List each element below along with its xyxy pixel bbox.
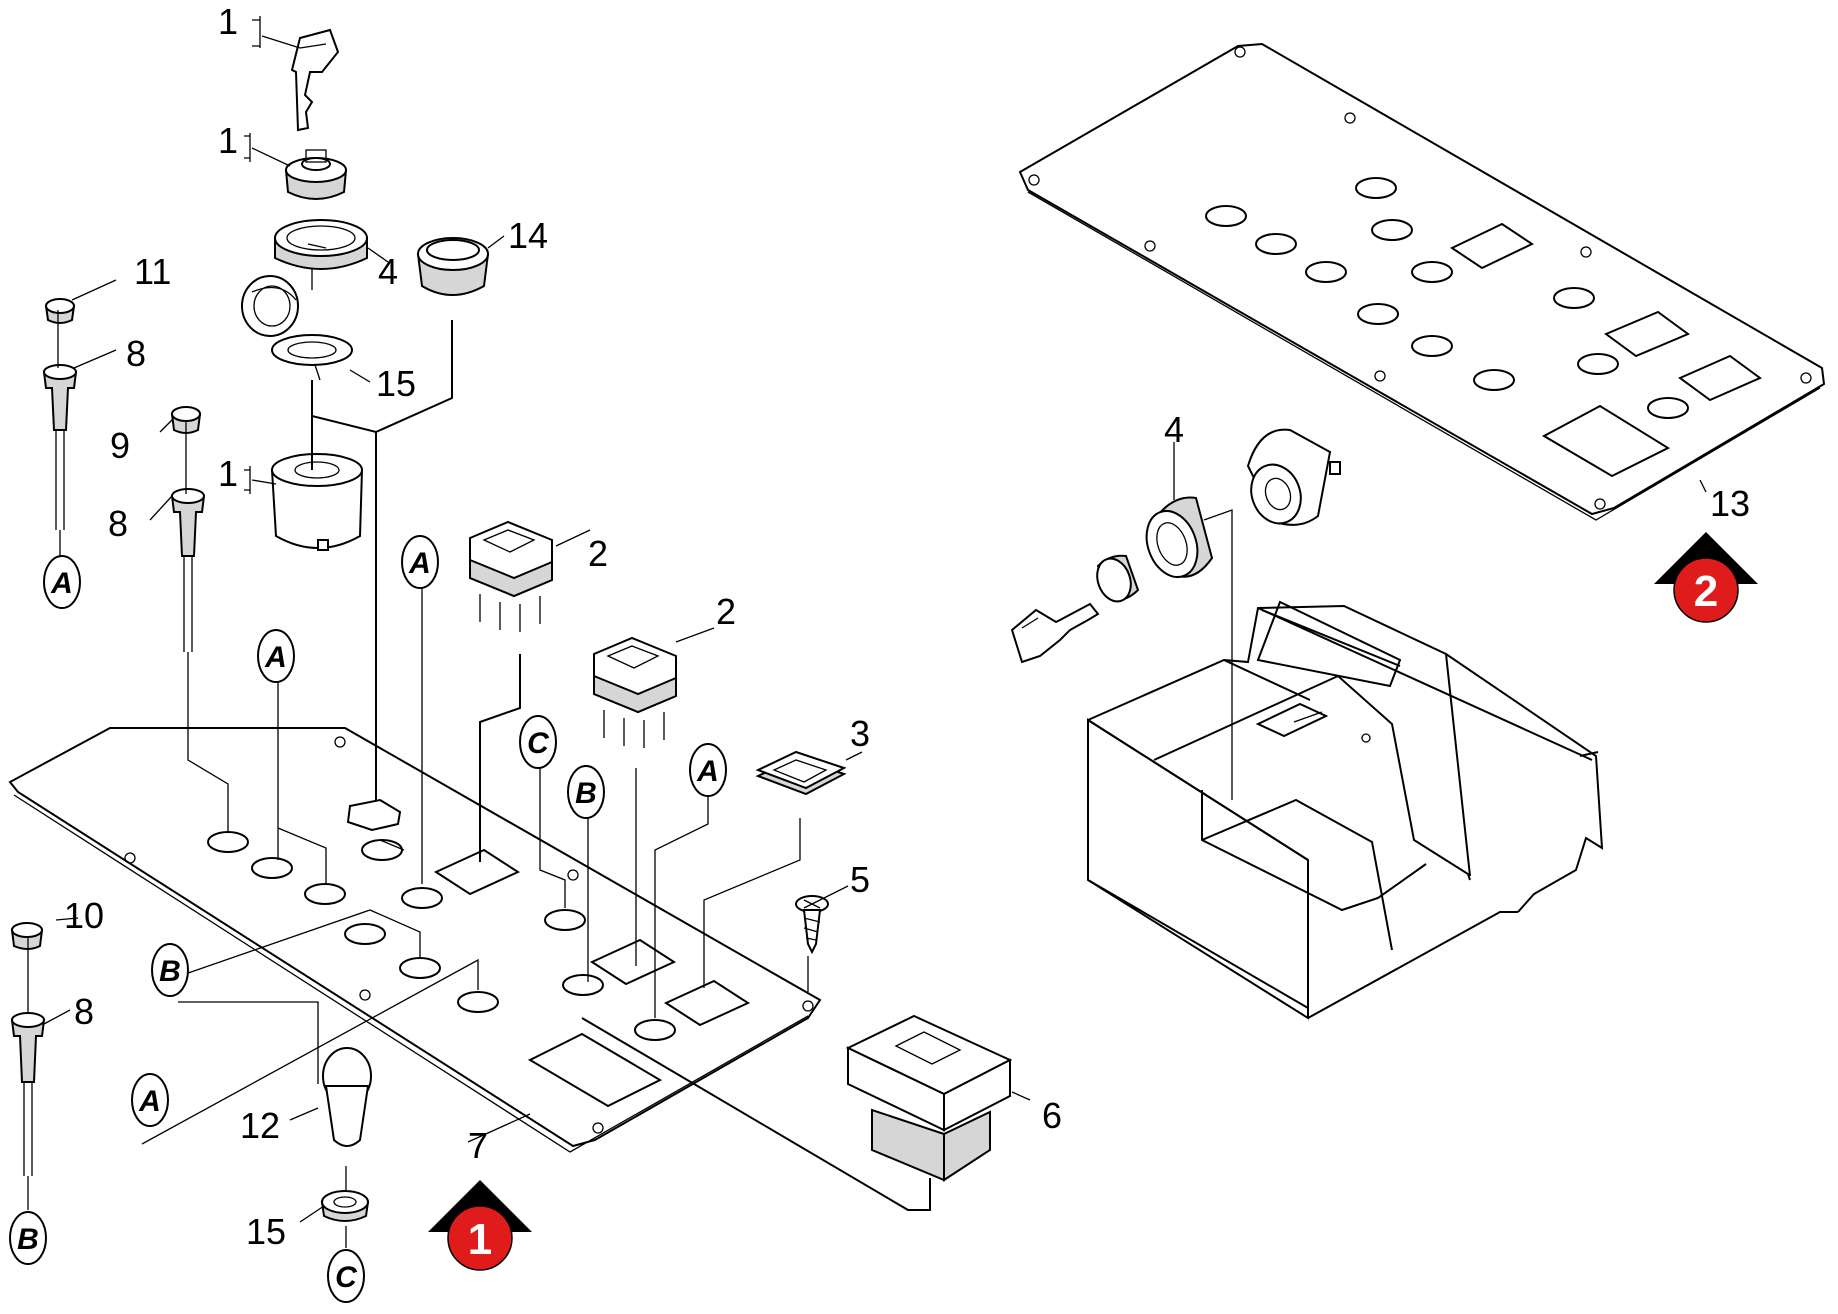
right-leaders [1173,442,1707,800]
key-part [290,28,340,132]
lock-cylinder-part [284,149,348,200]
connector-bubbles: A A A A A B B B [9,535,727,1303]
dust-cap-part [241,275,299,337]
screw-part-5 [795,895,829,955]
lamp-holder-part-8b [170,488,206,652]
callout-7: 7 [468,1125,488,1166]
connector-a-center: A [401,535,439,589]
nut-part-10 [10,922,44,950]
callout-9: 9 [110,425,130,466]
svg-text:B: B [17,1223,39,1256]
connector-b-bottom-lamp: B [9,1211,47,1265]
connector-b-left-panel: B [151,943,189,997]
svg-text:B: B [575,777,597,810]
connector-a-right: A [689,743,727,797]
svg-text:C: C [335,1261,358,1294]
svg-text:1: 1 [468,1215,492,1264]
control-panel-7 [8,727,822,1153]
callout-8-bottom: 8 [74,991,94,1032]
callout-2-upper: 2 [588,533,608,574]
callout-4-right: 4 [1164,409,1184,450]
svg-text:C: C [527,727,550,760]
leader-lines-left [27,16,1031,1248]
knob-part-12 [322,1047,372,1147]
cover-plate-part-3 [755,750,847,796]
lamp-holder-part-8a [42,364,78,530]
machine-body [1087,600,1604,1020]
callout-3: 3 [850,713,870,754]
connector-c-center: C [519,715,557,769]
right-lock-cylinder-part [1096,554,1140,603]
svg-text:A: A [138,1085,161,1118]
connector-a-mid-left: A [257,629,295,683]
svg-text:A: A [50,567,73,600]
callout-labels: 1 1 1 2 2 3 4 4 5 6 7 8 8 8 9 10 11 12 1… [64,1,1750,1252]
rocker-switch-part-2b [593,636,677,748]
callout-1-lock-cylinder: 1 [218,120,238,161]
svg-text:A: A [696,755,719,788]
callout-2-lower: 2 [716,591,736,632]
rocker-switch-part-2a [469,520,553,632]
callout-14: 14 [508,215,548,256]
svg-text:A: A [264,641,287,674]
right-ring-nut-part [1145,496,1214,578]
connector-b-center: B [567,765,605,819]
right-ignition-switch-part [1246,428,1341,526]
control-panel-13 [1018,42,1826,521]
callout-13: 13 [1710,483,1750,524]
view-marker-1: 1 [428,1180,532,1271]
connector-a-left-lamp: A [43,555,81,609]
callout-10: 10 [64,895,104,936]
view-marker-2: 2 [1654,532,1758,623]
right-key-part [1010,602,1100,664]
callout-1-switch: 1 [218,453,238,494]
callout-8-middle: 8 [108,503,128,544]
lamp-holder-part-8c [10,1012,46,1176]
callout-11: 11 [134,251,171,292]
svg-text:A: A [408,547,431,580]
svg-text:2: 2 [1694,567,1718,616]
callout-15-upper: 15 [376,363,416,404]
blanking-plug-part [416,237,490,296]
callout-15-lower: 15 [246,1211,286,1252]
callout-8-top: 8 [126,333,146,374]
callout-6: 6 [1042,1095,1062,1136]
ignition-switch-part [270,453,364,551]
nut-part-11 [44,298,76,324]
callout-1-key: 1 [218,1,238,42]
washer-part-15-lower [320,1190,370,1222]
connector-c-bottom: C [327,1249,365,1303]
callout-5: 5 [850,859,870,900]
connector-a-bottom-left: A [131,1073,169,1127]
washer-part-15-upper [271,334,353,366]
hour-meter-part-6 [845,1014,1013,1182]
callout-4-left: 4 [378,251,398,292]
callout-12: 12 [240,1105,280,1146]
svg-text:B: B [159,955,181,988]
ring-nut-part [274,219,368,270]
